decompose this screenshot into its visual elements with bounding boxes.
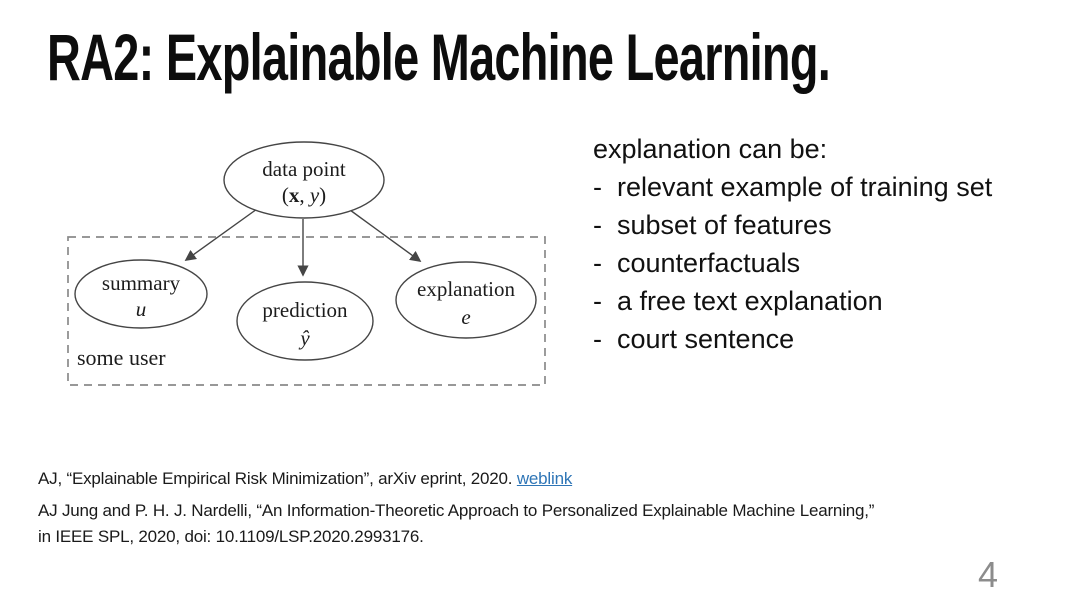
prediction-symbol: ŷ — [298, 326, 310, 350]
list-item-text: subset of features — [617, 210, 832, 240]
list-item: - court sentence — [593, 320, 992, 358]
explainable-ml-diagram: data point (x, y) summary u prediction ŷ… — [67, 141, 546, 386]
explanation-label: explanation — [417, 277, 515, 301]
list-item-text: a free text explanation — [617, 286, 883, 316]
prediction-node — [236, 281, 374, 361]
explanation-node — [395, 261, 537, 339]
reference-1: AJ, “Explainable Empirical Risk Minimiza… — [38, 467, 572, 491]
dash-bullet: - — [593, 324, 602, 354]
dash-bullet: - — [593, 172, 602, 202]
list-item-text: relevant example of training set — [617, 172, 993, 202]
arrow-to-summary — [184, 208, 258, 261]
summary-label: summary — [102, 271, 181, 295]
explanation-list: explanation can be: - relevant example o… — [593, 130, 992, 358]
list-item-text: counterfactuals — [617, 248, 801, 278]
reference-2: AJ Jung and P. H. J. Nardelli, “An Infor… — [38, 498, 874, 550]
data-point-math: (x, y) — [282, 183, 326, 207]
data-point-label: data point — [262, 157, 346, 181]
summary-symbol: u — [136, 297, 147, 321]
summary-node — [74, 259, 208, 329]
reference-1-text: AJ, “Explainable Empirical Risk Minimiza… — [38, 469, 517, 488]
explanation-list-heading: explanation can be: — [593, 134, 828, 164]
list-item: - subset of features — [593, 206, 992, 244]
data-point-node — [223, 141, 385, 219]
some-user-dashed-box — [67, 236, 546, 386]
list-item-text: court sentence — [617, 324, 795, 354]
list-item: - a free text explanation — [593, 282, 992, 320]
explanation-symbol: e — [461, 305, 470, 329]
list-item: - counterfactuals — [593, 244, 992, 282]
list-item: - relevant example of training set — [593, 168, 992, 206]
weblink-link[interactable]: weblink — [516, 469, 573, 488]
prediction-label: prediction — [262, 298, 348, 322]
arrow-to-explanation — [349, 209, 422, 262]
page-number: 4 — [978, 554, 999, 595]
dash-bullet: - — [593, 286, 602, 316]
reference-2-line1: AJ Jung and P. H. J. Nardelli, “An Infor… — [38, 501, 875, 520]
dash-bullet: - — [593, 248, 602, 278]
slide-title: RA2: Explainable Machine Learning. — [47, 20, 831, 94]
reference-2-line2: in IEEE SPL, 2020, doi: 10.1109/LSP.2020… — [38, 527, 424, 546]
dash-bullet: - — [593, 210, 602, 240]
some-user-label: some user — [77, 345, 166, 370]
